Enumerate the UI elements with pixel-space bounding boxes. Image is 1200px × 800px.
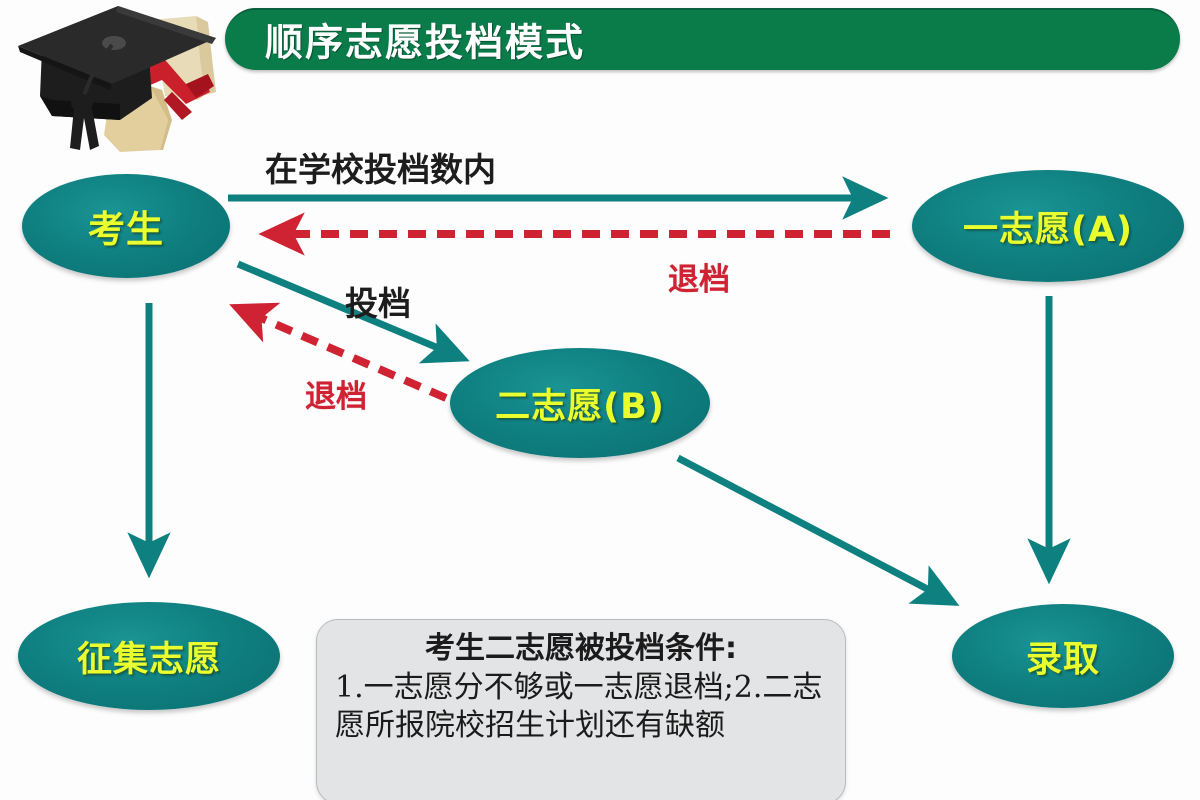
callout-body: 1.一志愿分不够或一志愿退档;2.二志愿所报院校招生计划还有缺额 xyxy=(335,670,823,744)
node-luqu[interactable]: 录取 xyxy=(952,604,1174,708)
node-kaosheng-label: 考生 xyxy=(88,208,164,251)
node-luqu-label: 录取 xyxy=(1025,639,1100,680)
conditions-callout: 考生二志愿被投档条件: 1.一志愿分不够或一志愿退档;2.二志愿所报院校招生计划… xyxy=(316,619,846,800)
node-zhiyuan-b[interactable]: 二志愿(B) xyxy=(450,348,710,458)
page-title: 顺序志愿投档模式 xyxy=(265,20,586,65)
node-zhengji-label: 征集志愿 xyxy=(76,639,221,680)
node-zhiyuan-a[interactable]: 一志愿(A) xyxy=(912,170,1184,282)
node-kaosheng[interactable]: 考生 xyxy=(22,174,230,278)
node-zhiyuan-a-label: 一志愿(A) xyxy=(962,209,1134,250)
node-zhengji-zhiyuan[interactable]: 征集志愿 xyxy=(18,602,280,710)
callout-heading: 考生二志愿被投档条件: xyxy=(425,631,737,666)
arrow-zhiyuan-b-to-luqu xyxy=(676,454,960,606)
edge-label-within-school-quota: 在学校投档数内 xyxy=(265,150,496,189)
banner-inner-border xyxy=(225,8,1180,70)
edge-label-toudang: 投档 xyxy=(345,284,411,323)
edge-label-tuidang-from-zhiyuan-a: 退档 xyxy=(668,262,730,298)
graduation-cap-icon xyxy=(18,6,216,152)
node-zhiyuan-b-label: 二志愿(B) xyxy=(495,386,665,427)
title-banner: 顺序志愿投档模式 xyxy=(225,8,1180,70)
edge-label-tuidang-from-zhiyuan-b: 退档 xyxy=(305,379,367,415)
